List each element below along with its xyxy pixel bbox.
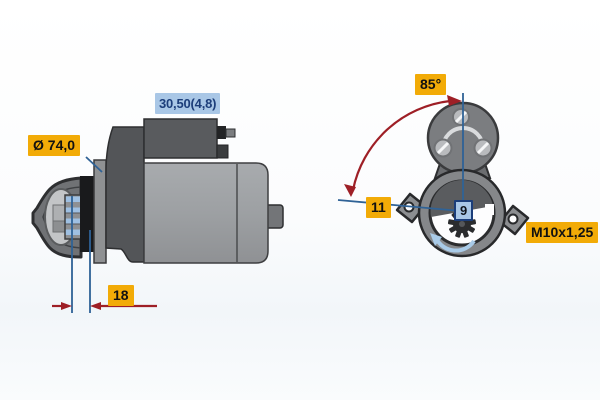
pinion-teeth-label: 9 [454,200,474,221]
bore-notch [485,204,494,215]
pinion-gear-side [64,194,82,240]
mounting-ring [80,176,94,252]
diameter-leader-line [85,156,103,173]
bolt-hole-right [507,213,519,225]
solenoid-terminal-screws [433,108,493,158]
solenoid [143,118,218,159]
bore-shadow [430,180,493,217]
flange-position-label: 11 [366,197,391,218]
solenoid-terminal-stud [225,128,236,138]
side-view-drawing [31,118,284,313]
mounting-angle-label: 85° [415,74,447,95]
solenoid-spade-terminal [216,144,229,159]
pinion-travel-label: 30,50(4,8) [155,93,221,114]
pinion-diameter-label: Ø 74,0 [28,135,81,156]
thread-size-label: M10x1,25 [526,222,599,243]
pinion-offset-label: 18 [108,285,134,306]
solenoid-terminal-base [217,126,226,139]
front-bracket [105,126,145,263]
horizontal-centerline [337,199,462,212]
motor-body [143,162,269,264]
rotation-direction-arrow [430,233,476,253]
angle-dimension-arc [344,95,462,197]
offset-dimension-line [52,302,157,310]
mounting-flange-plate [93,159,107,264]
end-view-drawing [337,93,530,258]
